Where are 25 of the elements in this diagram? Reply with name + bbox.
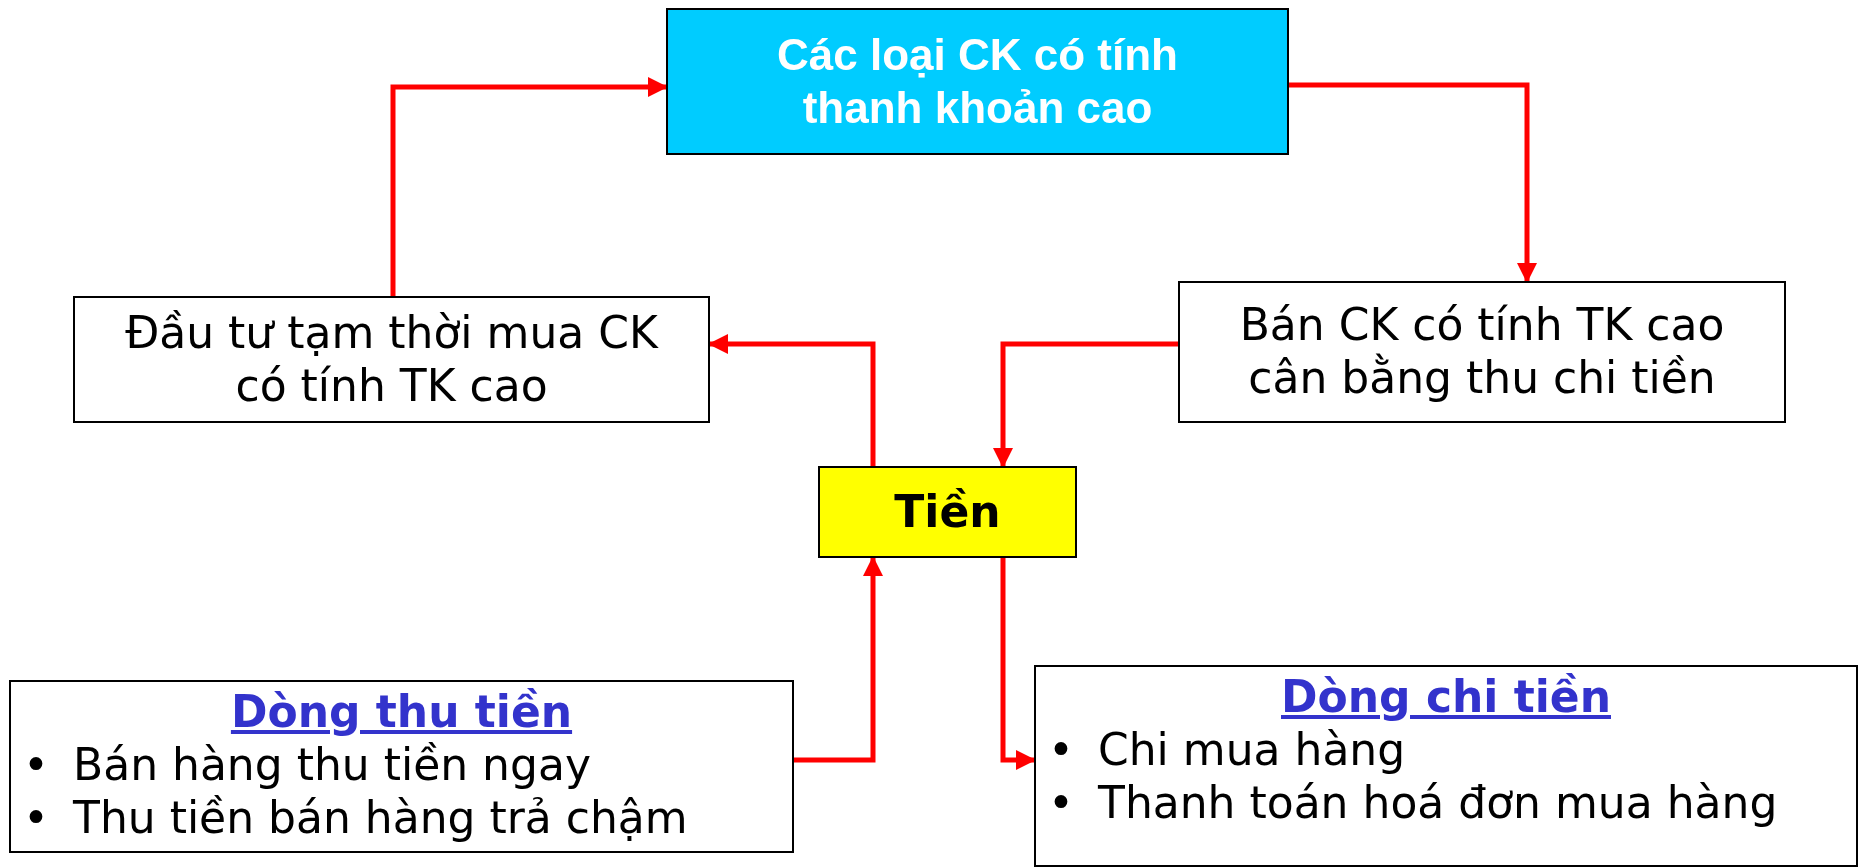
bullet-mark: • [1048,776,1075,830]
arrow [993,341,1178,468]
list-box [9,680,794,853]
bullet-mark: • [1048,723,1075,777]
arrow [390,77,668,296]
list-heading: Dòng chi tiền [1280,671,1612,724]
arrow [794,556,883,763]
box-label: Đầu tư tạm thời mua CK có tính TK cao [124,306,660,413]
bullet-item: Thanh toán hoá đơn mua hàng [1098,776,1778,830]
arrow [1289,82,1537,283]
process-box [1178,281,1786,423]
box-label: Bán CK có tính TK cao cân bằng thu chi tiền [1238,299,1726,405]
bullet-mark: • [23,791,50,845]
list-heading: Dòng thu tiền [229,686,574,739]
box-label: Tiền [894,485,1001,539]
bullet-item: Thu tiền bán hàng trả chậm [73,791,688,845]
box-label: Các loại CK có tính thanh khoản cao [776,28,1179,134]
title-box [666,8,1289,155]
list-box [1034,665,1858,867]
cash-box [818,466,1077,558]
bullet-mark: • [23,738,50,792]
bullet-item: Chi mua hàng [1098,723,1406,777]
process-box [73,296,710,423]
bullet-item: Bán hàng thu tiền ngay [73,738,591,792]
arrow [1000,558,1036,770]
